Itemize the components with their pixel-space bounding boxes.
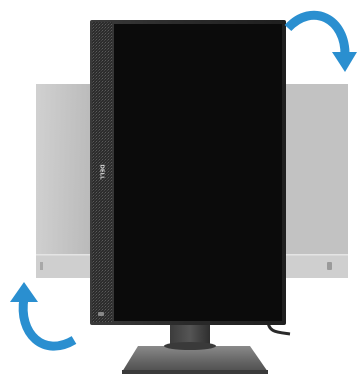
ghost-monitor-right-panel (283, 84, 348, 278)
counterclockwise-arrow-arc (23, 298, 74, 346)
ghost-monitor-left-mark (40, 262, 43, 270)
ghost-monitor-left-panel (36, 84, 96, 278)
clockwise-arrow-arc (288, 15, 345, 56)
counterclockwise-arrow-head (10, 282, 38, 302)
power-button (98, 312, 104, 316)
brand-logo-text: DELL (99, 164, 105, 180)
monitor-screen (114, 24, 282, 321)
rotate-counterclockwise-arrow-icon (10, 282, 74, 346)
rotate-clockwise-arrow-icon (288, 15, 357, 72)
stand-base-edge (122, 370, 268, 374)
clockwise-arrow-head (332, 52, 357, 72)
stand-base-hub (164, 342, 216, 350)
ghost-monitor-button (327, 262, 332, 270)
brand-logo: DELL (99, 164, 105, 180)
portrait-monitor: DELL (90, 20, 290, 374)
